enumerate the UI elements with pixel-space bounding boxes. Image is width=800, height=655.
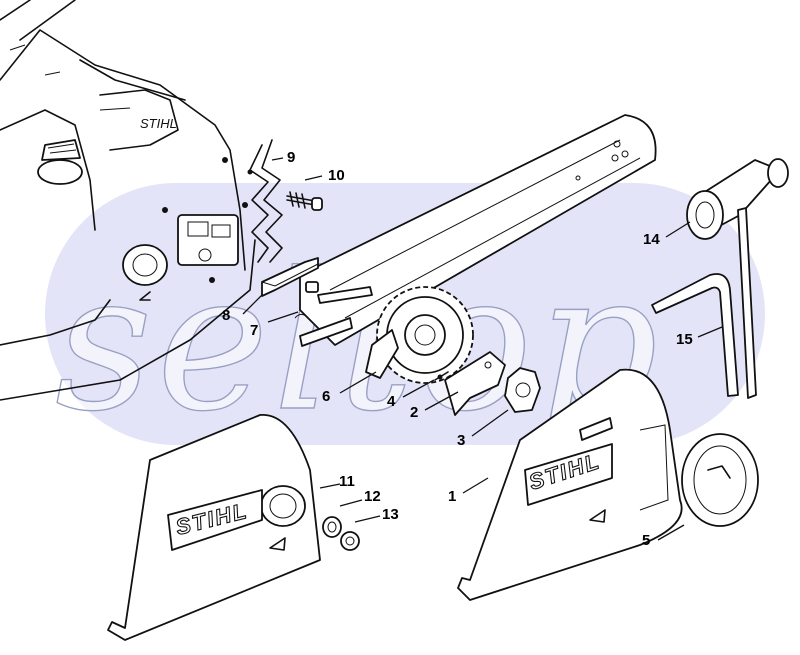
callout-2: 2 [410, 404, 418, 421]
part-9-spring-bracket [247, 139, 283, 263]
leader-lines [242, 157, 723, 541]
part-14-combination-wrench [686, 158, 789, 399]
callout-8: 8 [222, 307, 230, 324]
part-15-hex-key [651, 273, 739, 397]
callout-12: 12 [364, 488, 381, 505]
callout-15: 15 [676, 331, 693, 348]
part-11-cover-left: STIHL [107, 414, 321, 641]
bar-plates [299, 286, 373, 347]
callout-9: 9 [287, 149, 295, 166]
part-1-cover-right: STIHL [457, 368, 683, 601]
part-5-tensioner-cap [681, 433, 759, 527]
saw-body: STIHL [0, 0, 256, 401]
part-10-screw [286, 191, 323, 211]
callout-14: 14 [643, 231, 660, 248]
callout-3: 3 [457, 432, 465, 449]
part-4-small-screw [434, 371, 449, 381]
body-logo-text: STIHL [140, 116, 177, 131]
callout-labels: 9 10 8 7 6 4 2 3 1 5 11 12 13 14 15 [222, 149, 693, 549]
part-8-rail-block [261, 257, 319, 297]
callout-7: 7 [250, 322, 258, 339]
guide-bar [299, 114, 657, 346]
callout-10: 10 [328, 167, 345, 184]
callout-6: 6 [322, 388, 330, 405]
part-2-plate [444, 351, 506, 416]
part-6-tensioner-sprocket [365, 286, 474, 384]
part-13-nut [340, 531, 360, 551]
callout-1: 1 [448, 488, 456, 505]
part-3-knob [504, 367, 541, 413]
callout-4: 4 [387, 393, 396, 410]
part-7-nut [294, 281, 319, 319]
part-12-spacer-ring [322, 516, 342, 538]
callout-5: 5 [642, 532, 650, 549]
callout-13: 13 [382, 506, 399, 523]
callout-11: 11 [339, 473, 355, 490]
